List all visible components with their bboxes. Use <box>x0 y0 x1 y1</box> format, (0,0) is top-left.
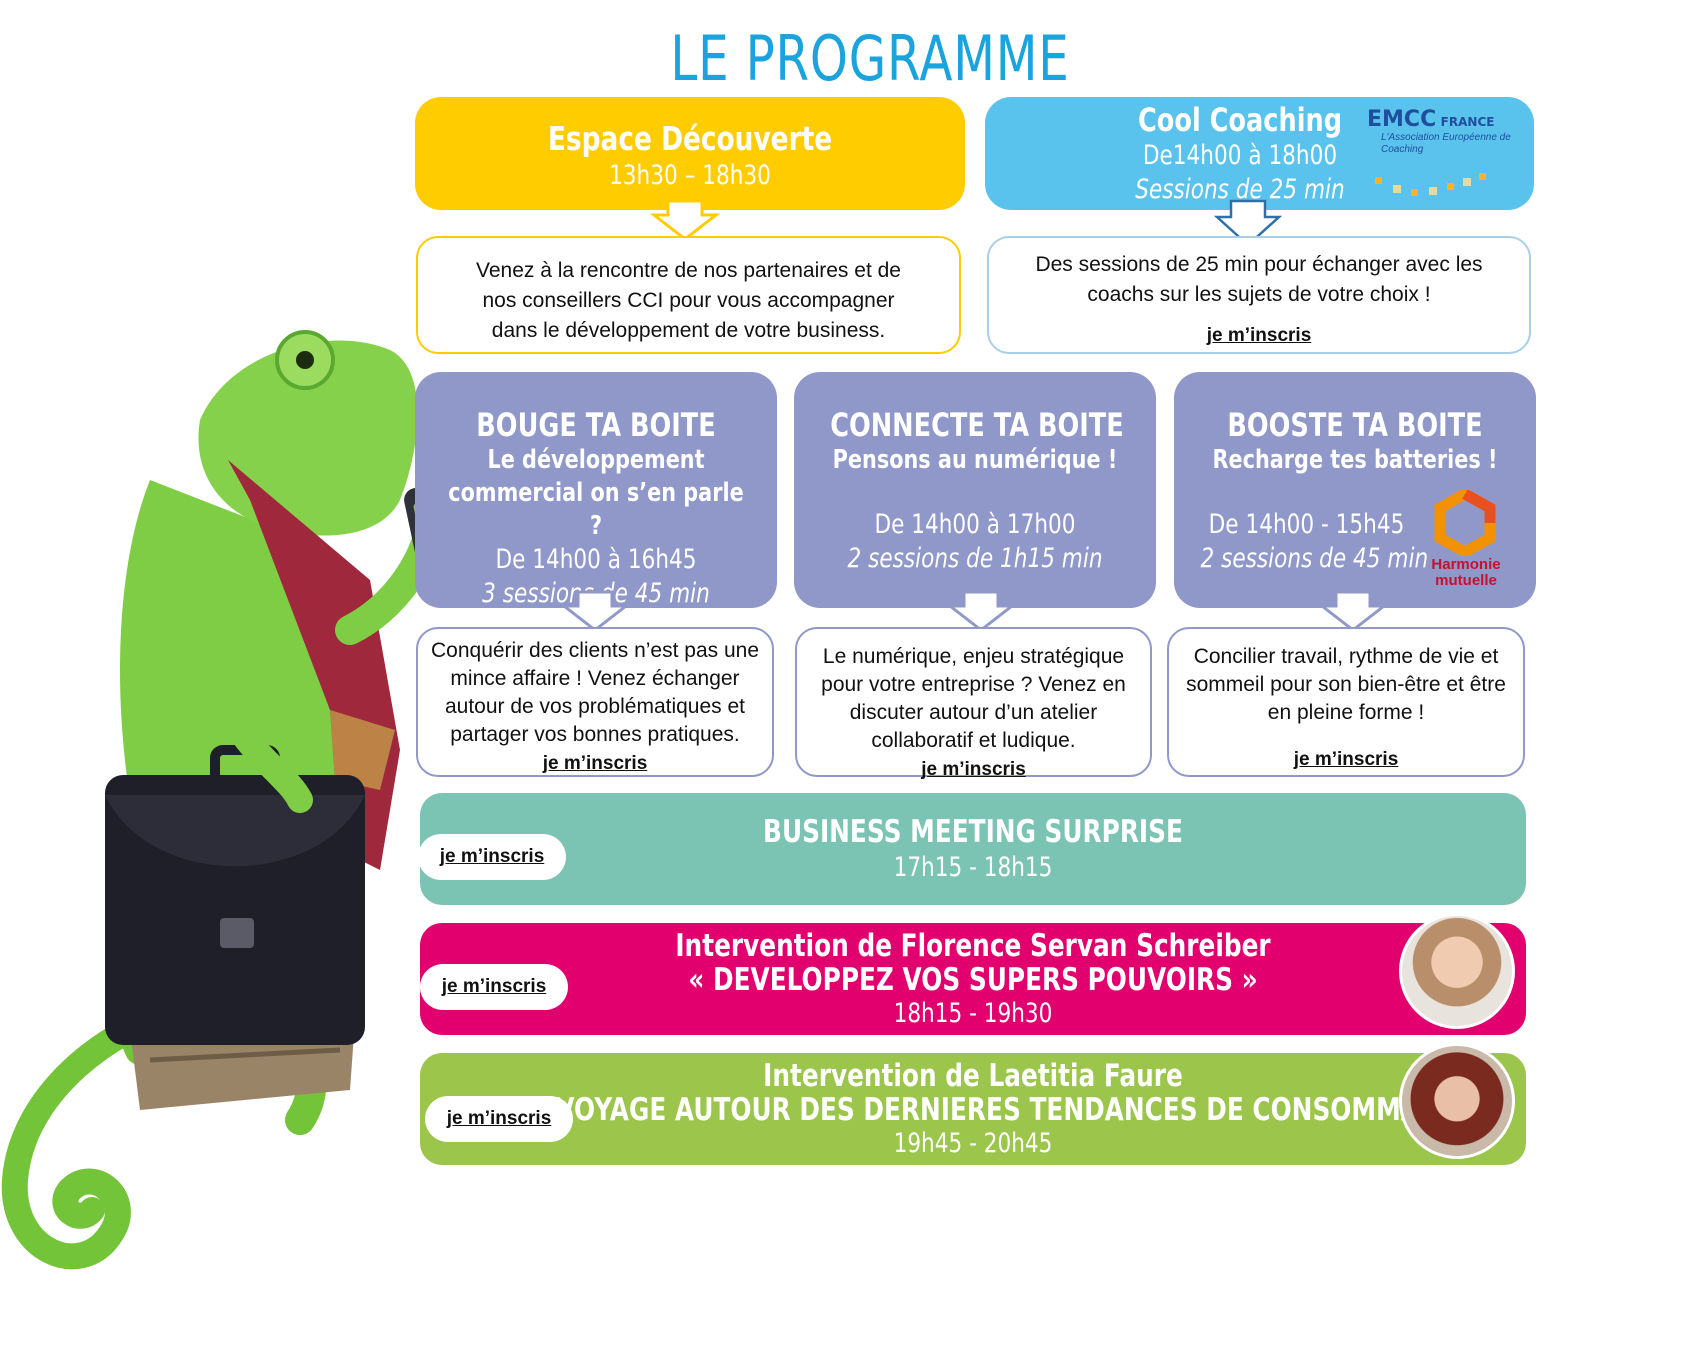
florence-title: Intervention de Florence Servan Schreibe… <box>675 928 1271 964</box>
booste-title: BOOSTE TA BOITE <box>1227 406 1483 444</box>
espace-description: Venez à la rencontre de nos partenaires … <box>476 259 901 342</box>
booste-sessions: 2 sessions de 45 min <box>1200 543 1429 574</box>
bouge-description: Conquérir des clients n’est pas une minc… <box>430 639 760 746</box>
booste-description-box: Concilier travail, rythme de vie et somm… <box>1167 627 1525 777</box>
chameleon-illustration <box>1 330 460 1270</box>
arrow-down-icon <box>1213 199 1283 247</box>
arrow-down-icon <box>946 590 1016 632</box>
connecte-description-box: Le numérique, enjeu stratégique pour vot… <box>795 627 1152 780</box>
emcc-logo: EMCC FRANCE L'Association Européenne de … <box>1367 107 1517 203</box>
harmonie-mutuelle-logo: Harmonie mutuelle <box>1420 488 1512 598</box>
harmonie-logo-line1: Harmonie <box>1431 556 1501 573</box>
business-time: 17h15 - 18h15 <box>893 852 1053 883</box>
booste-description: Concilier travail, rythme de vie et somm… <box>1186 645 1506 724</box>
emcc-logo-tagline: L'Association Européenne de Coaching <box>1381 132 1511 155</box>
coaching-time: De14h00 à 18h00 <box>1142 140 1338 171</box>
emcc-logo-country: FRANCE <box>1440 115 1495 129</box>
espace-description-box: Venez à la rencontre de nos partenaires … <box>416 236 961 354</box>
arrow-down-icon <box>560 590 630 632</box>
cool-coaching-card: Cool Coaching De14h00 à 18h00 Sessions d… <box>985 97 1534 210</box>
coaching-register-link[interactable]: je m’inscris <box>1206 325 1312 346</box>
florence-avatar <box>1399 913 1515 1029</box>
florence-intervention-card: Intervention de Florence Servan Schreibe… <box>420 923 1526 1035</box>
laetitia-time: 19h45 - 20h45 <box>893 1128 1053 1159</box>
connecte-ta-boite-card: CONNECTE TA BOITE Pensons au numérique !… <box>794 372 1156 608</box>
connecte-time: De 14h00 à 17h00 <box>874 509 1076 540</box>
florence-subtitle: « DEVELOPPEZ VOS SUPERS POUVOIRS » <box>688 962 1258 998</box>
laetitia-intervention-card: Intervention de Laetitia Faure « VOYAGE … <box>420 1053 1526 1165</box>
bouge-subtitle: Le développement commercial on s’en parl… <box>448 445 744 541</box>
emcc-dots-icon <box>1375 173 1486 196</box>
booste-subtitle: Recharge tes batteries ! <box>1212 445 1498 475</box>
connecte-sessions: 2 sessions de 1h15 min <box>847 543 1103 574</box>
business-title: BUSINESS MEETING SURPRISE <box>763 814 1183 850</box>
connecte-title: CONNECTE TA BOITE <box>830 406 1124 444</box>
laetitia-title: Intervention de Laetitia Faure <box>763 1058 1183 1094</box>
connecte-register-link[interactable]: je m’inscris <box>921 759 1026 780</box>
espace-title: Espace Découverte <box>547 119 833 158</box>
booste-register-link[interactable]: je m’inscris <box>1293 749 1399 770</box>
laetitia-avatar <box>1399 1043 1515 1159</box>
coaching-description: Des sessions de 25 min pour échanger ave… <box>1035 253 1483 306</box>
florence-time: 18h15 - 19h30 <box>893 998 1053 1029</box>
connecte-description: Le numérique, enjeu stratégique pour vot… <box>821 645 1126 752</box>
emcc-logo-main: EMCC <box>1367 107 1437 132</box>
booste-ta-boite-card: BOOSTE TA BOITE Recharge tes batteries !… <box>1174 372 1536 608</box>
business-register-button[interactable]: je m’inscris <box>418 834 566 880</box>
coaching-title: Cool Coaching <box>1137 101 1343 139</box>
laetitia-subtitle: « VOYAGE AUTOUR DES DERNIERES TENDANCES … <box>530 1092 1511 1128</box>
arrow-down-icon <box>1318 590 1388 632</box>
booste-time: De 14h00 - 15h45 <box>1208 509 1405 540</box>
bouge-ta-boite-card: BOUGE TA BOITE Le développement commerci… <box>415 372 777 609</box>
hexagon-logo-icon <box>1434 490 1496 556</box>
laetitia-register-button[interactable]: je m’inscris <box>425 1096 573 1142</box>
arrow-down-icon <box>650 199 720 241</box>
bouge-register-link[interactable]: je m’inscris <box>542 753 648 774</box>
business-meeting-card: BUSINESS MEETING SURPRISE 17h15 - 18h15 <box>420 793 1526 905</box>
harmonie-logo-line2: mutuelle <box>1435 572 1497 589</box>
connecte-subtitle: Pensons au numérique ! <box>832 445 1118 475</box>
coaching-description-box: Des sessions de 25 min pour échanger ave… <box>987 236 1531 354</box>
bouge-time: De 14h00 à 16h45 <box>495 544 697 575</box>
florence-register-button[interactable]: je m’inscris <box>420 964 568 1010</box>
espace-time: 13h30 – 18h30 <box>609 160 771 191</box>
espace-decouverte-card: Espace Découverte 13h30 – 18h30 <box>415 97 965 210</box>
bouge-description-box: Conquérir des clients n’est pas une minc… <box>416 627 774 777</box>
bouge-title: BOUGE TA BOITE <box>476 406 716 444</box>
